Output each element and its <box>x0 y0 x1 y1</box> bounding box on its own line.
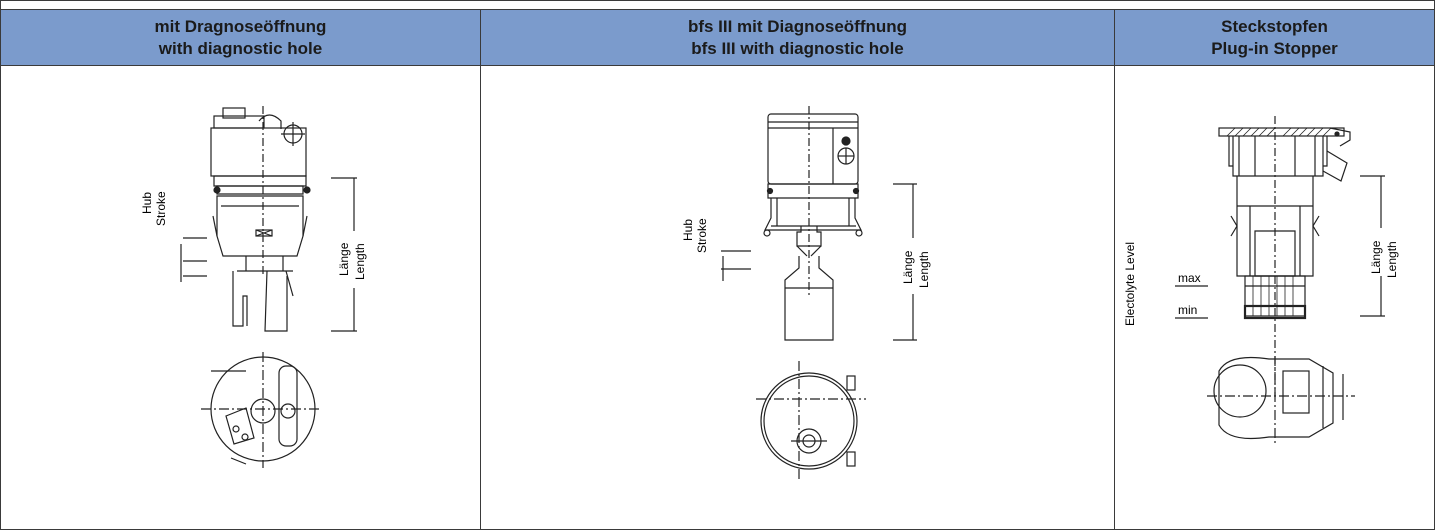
plug-in-stopper-drawing <box>1175 116 1385 446</box>
vent-plug-drawing <box>180 106 357 468</box>
stroke-label-group: Hub Stroke <box>138 178 188 248</box>
laenge-label: Länge <box>901 250 915 284</box>
column-header: bfs III mit Diagnoseöffnung bfs III with… <box>481 10 1114 66</box>
heading-en: bfs III with diagnostic hole <box>691 38 904 58</box>
column-header: mit Dragnoseöffnung with diagnostic hole <box>1 10 480 66</box>
length-label: Length <box>353 243 367 280</box>
column-header: Steckstopfen Plug-in Stopper <box>1115 10 1434 66</box>
drawing-area: Hub Stroke Länge Length <box>1 66 480 529</box>
electrolyte-level-label: Electolyte Level <box>1123 241 1137 326</box>
max-label: max <box>1178 271 1201 285</box>
heading-de: Steckstopfen <box>1221 16 1328 36</box>
electrolyte-label-group: Electolyte Level <box>1123 231 1143 341</box>
stroke-label-group: Hub Stroke <box>679 201 729 271</box>
stroke-label: Stroke <box>695 218 709 253</box>
length-label: Length <box>917 251 931 288</box>
column-diagnostic-hole: mit Dragnoseöffnung with diagnostic hole <box>1 10 481 529</box>
heading-en: Plug-in Stopper <box>1211 38 1338 58</box>
length-label-group: Länge Length <box>1369 241 1429 344</box>
length-label: Length <box>1385 241 1399 278</box>
drawing-area: Hub Stroke Länge Length <box>481 66 1114 529</box>
top-strip <box>1 1 1434 10</box>
length-label-group: Länge Length <box>901 251 961 354</box>
heading-de: mit Dragnoseöffnung <box>154 16 327 36</box>
hub-label: Hub <box>681 218 695 241</box>
length-label-group: Länge Length <box>337 243 397 346</box>
stroke-label: Stroke <box>154 191 168 226</box>
heading-en: with diagnostic hole <box>158 38 323 58</box>
column-bfs-iii: bfs III mit Diagnoseöffnung bfs III with… <box>481 10 1115 529</box>
laenge-label: Länge <box>1369 240 1383 274</box>
column-plug-in-stopper: Steckstopfen Plug-in Stopper <box>1115 10 1434 529</box>
min-label: min <box>1178 303 1198 317</box>
hub-label: Hub <box>140 191 154 214</box>
laenge-label: Länge <box>337 242 351 276</box>
drawing-area: Electolyte Level max min Länge Length <box>1115 66 1434 529</box>
bfs-iii-drawing <box>721 106 917 481</box>
heading-de: bfs III mit Diagnoseöffnung <box>687 16 908 36</box>
